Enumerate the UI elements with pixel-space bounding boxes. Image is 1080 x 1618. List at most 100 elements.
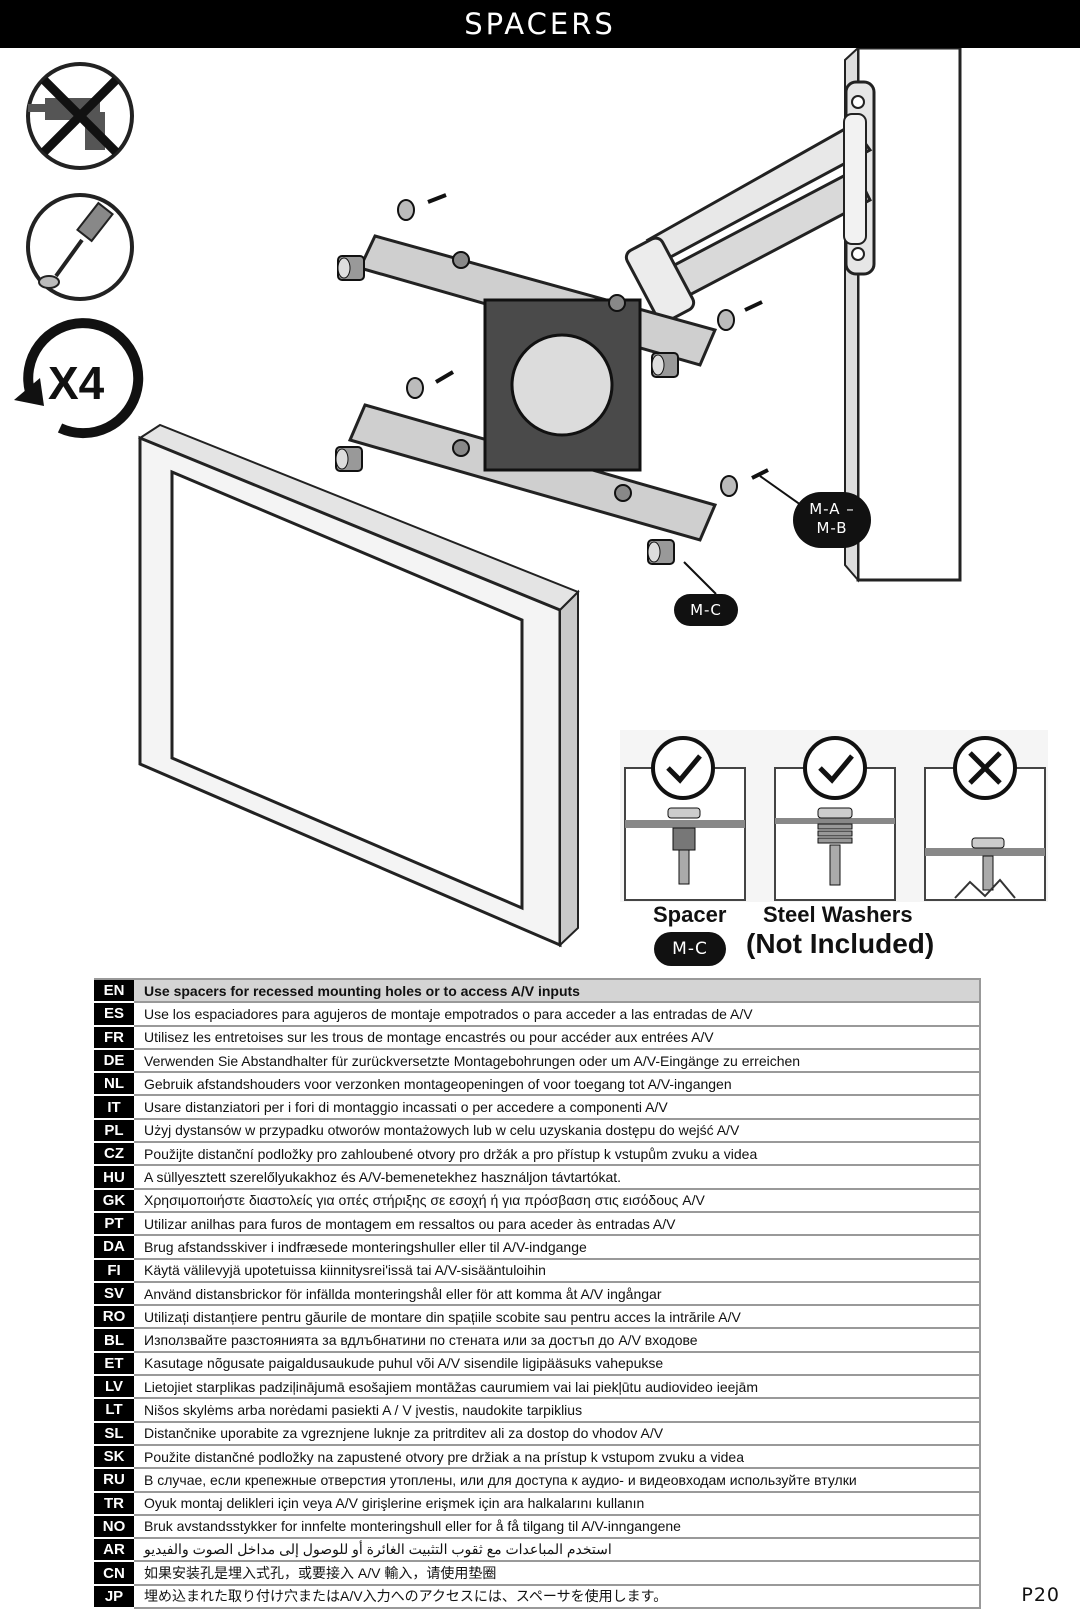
callout-line-mc: [683, 561, 717, 595]
callout-ma-label: M-A –: [809, 500, 855, 518]
language-code: NL: [94, 1072, 134, 1097]
washer: [397, 199, 415, 221]
language-code: CZ: [94, 1142, 134, 1167]
language-instruction: В случае, если крепежные отверстия утопл…: [134, 1468, 981, 1493]
language-code: LV: [94, 1375, 134, 1400]
washer: [406, 377, 424, 399]
language-instruction: A süllyesztett szerelőlyukakhoz és A/V-b…: [134, 1165, 981, 1190]
repeat-count-label: X4: [48, 357, 105, 409]
comparison-panels: [620, 730, 1048, 902]
no-power-drill-icon: [26, 62, 134, 170]
spacer: [647, 539, 675, 565]
language-instruction: Użyj dystansów w przypadku otworów monta…: [134, 1118, 981, 1144]
language-code: ET: [94, 1351, 134, 1377]
spacer-caption: Spacer: [653, 902, 727, 927]
language-instruction: Bruk avstandsstykker for innfelte monter…: [134, 1514, 981, 1540]
language-code: PT: [94, 1211, 134, 1237]
language-code: DA: [94, 1235, 134, 1260]
spacer: [337, 255, 365, 281]
language-instruction: Utilizați distanțiere pentru găurile de …: [134, 1305, 981, 1330]
tv-screen: [137, 423, 580, 948]
check-icon: [651, 736, 715, 800]
language-instruction: Käytä välilevyjä upotetuissa kiinnitysre…: [134, 1258, 981, 1283]
bolt: [427, 193, 447, 204]
language-code: RO: [94, 1305, 134, 1330]
language-code: RU: [94, 1468, 134, 1493]
language-instruction: 埋め込まれた取り付け穴またはA/V入力へのアクセスには、スペーサを使用します。: [134, 1584, 981, 1610]
language-instruction: Usare distanziatori per i fori di montag…: [134, 1095, 981, 1120]
incorrect-panel: [924, 736, 1046, 901]
language-instruction: Use los espaciadores para agujeros de mo…: [134, 1002, 981, 1027]
language-instruction: Použite distančné podložky na zapustené …: [134, 1444, 981, 1470]
spacer: [335, 446, 363, 472]
washers-correct-panel: [774, 736, 896, 901]
washer: [717, 309, 735, 331]
language-instruction: Gebruik afstandshouders voor verzonken m…: [134, 1072, 981, 1097]
steel-washers-caption: Steel Washers: [763, 902, 913, 927]
callout-mb-label: M-B: [816, 519, 848, 537]
language-code: SV: [94, 1281, 134, 1307]
language-code: AR: [94, 1538, 134, 1563]
language-instruction: Lietojiet starplikas padziļinājumā esoša…: [134, 1375, 981, 1400]
language-code: PL: [94, 1118, 134, 1144]
language-code: FR: [94, 1025, 134, 1050]
language-code: EN: [94, 977, 134, 1004]
language-code: SL: [94, 1421, 134, 1446]
language-instruction: Använd distansbrickor för infällda monte…: [134, 1281, 981, 1307]
page-header: SPACERS: [0, 0, 1080, 48]
language-code: CN: [94, 1561, 134, 1586]
language-code: BL: [94, 1328, 134, 1353]
language-code: HU: [94, 1165, 134, 1190]
language-code: NO: [94, 1514, 134, 1540]
page-number: P20: [1021, 1584, 1060, 1606]
bolt: [434, 370, 455, 384]
bolt: [744, 300, 763, 312]
language-instruction: Kasutage nõgusate paigaldusaukude puhul …: [134, 1351, 981, 1377]
language-instruction: Използвайте разстоянията за вдлъбнатини …: [134, 1328, 981, 1353]
check-icon: [803, 736, 867, 800]
language-instruction: Use spacers for recessed mounting holes …: [134, 977, 981, 1004]
mount-arm: [624, 80, 876, 324]
language-instruction: Verwenden Sie Abstandhalter für zurückve…: [134, 1048, 981, 1074]
language-instruction: Utilisez les entretoises sur les trous d…: [134, 1025, 981, 1050]
language-code: GK: [94, 1188, 134, 1213]
not-included-label: (Not Included): [746, 928, 935, 959]
spacers-illustration: X4: [14, 48, 1048, 948]
language-instruction: Χρησιμοποιήστε διαστολείς για οπές στήρι…: [134, 1188, 981, 1213]
callout-mc: M-C: [674, 594, 738, 626]
language-code: IT: [94, 1095, 134, 1120]
callout-ma-mb: M-A – M-B: [793, 492, 871, 548]
language-code: LT: [94, 1398, 134, 1423]
language-instruction: Brug afstandsskiver i indfræsede monteri…: [134, 1235, 981, 1260]
language-code: ES: [94, 1002, 134, 1027]
bolt: [751, 468, 769, 480]
language-code: JP: [94, 1584, 134, 1610]
page-title: SPACERS: [464, 7, 616, 41]
language-instruction: Oyuk montaj delikleri için veya A/V giri…: [134, 1491, 981, 1516]
screwdriver-icon: [26, 193, 134, 301]
vesa-adapter: [347, 234, 718, 542]
